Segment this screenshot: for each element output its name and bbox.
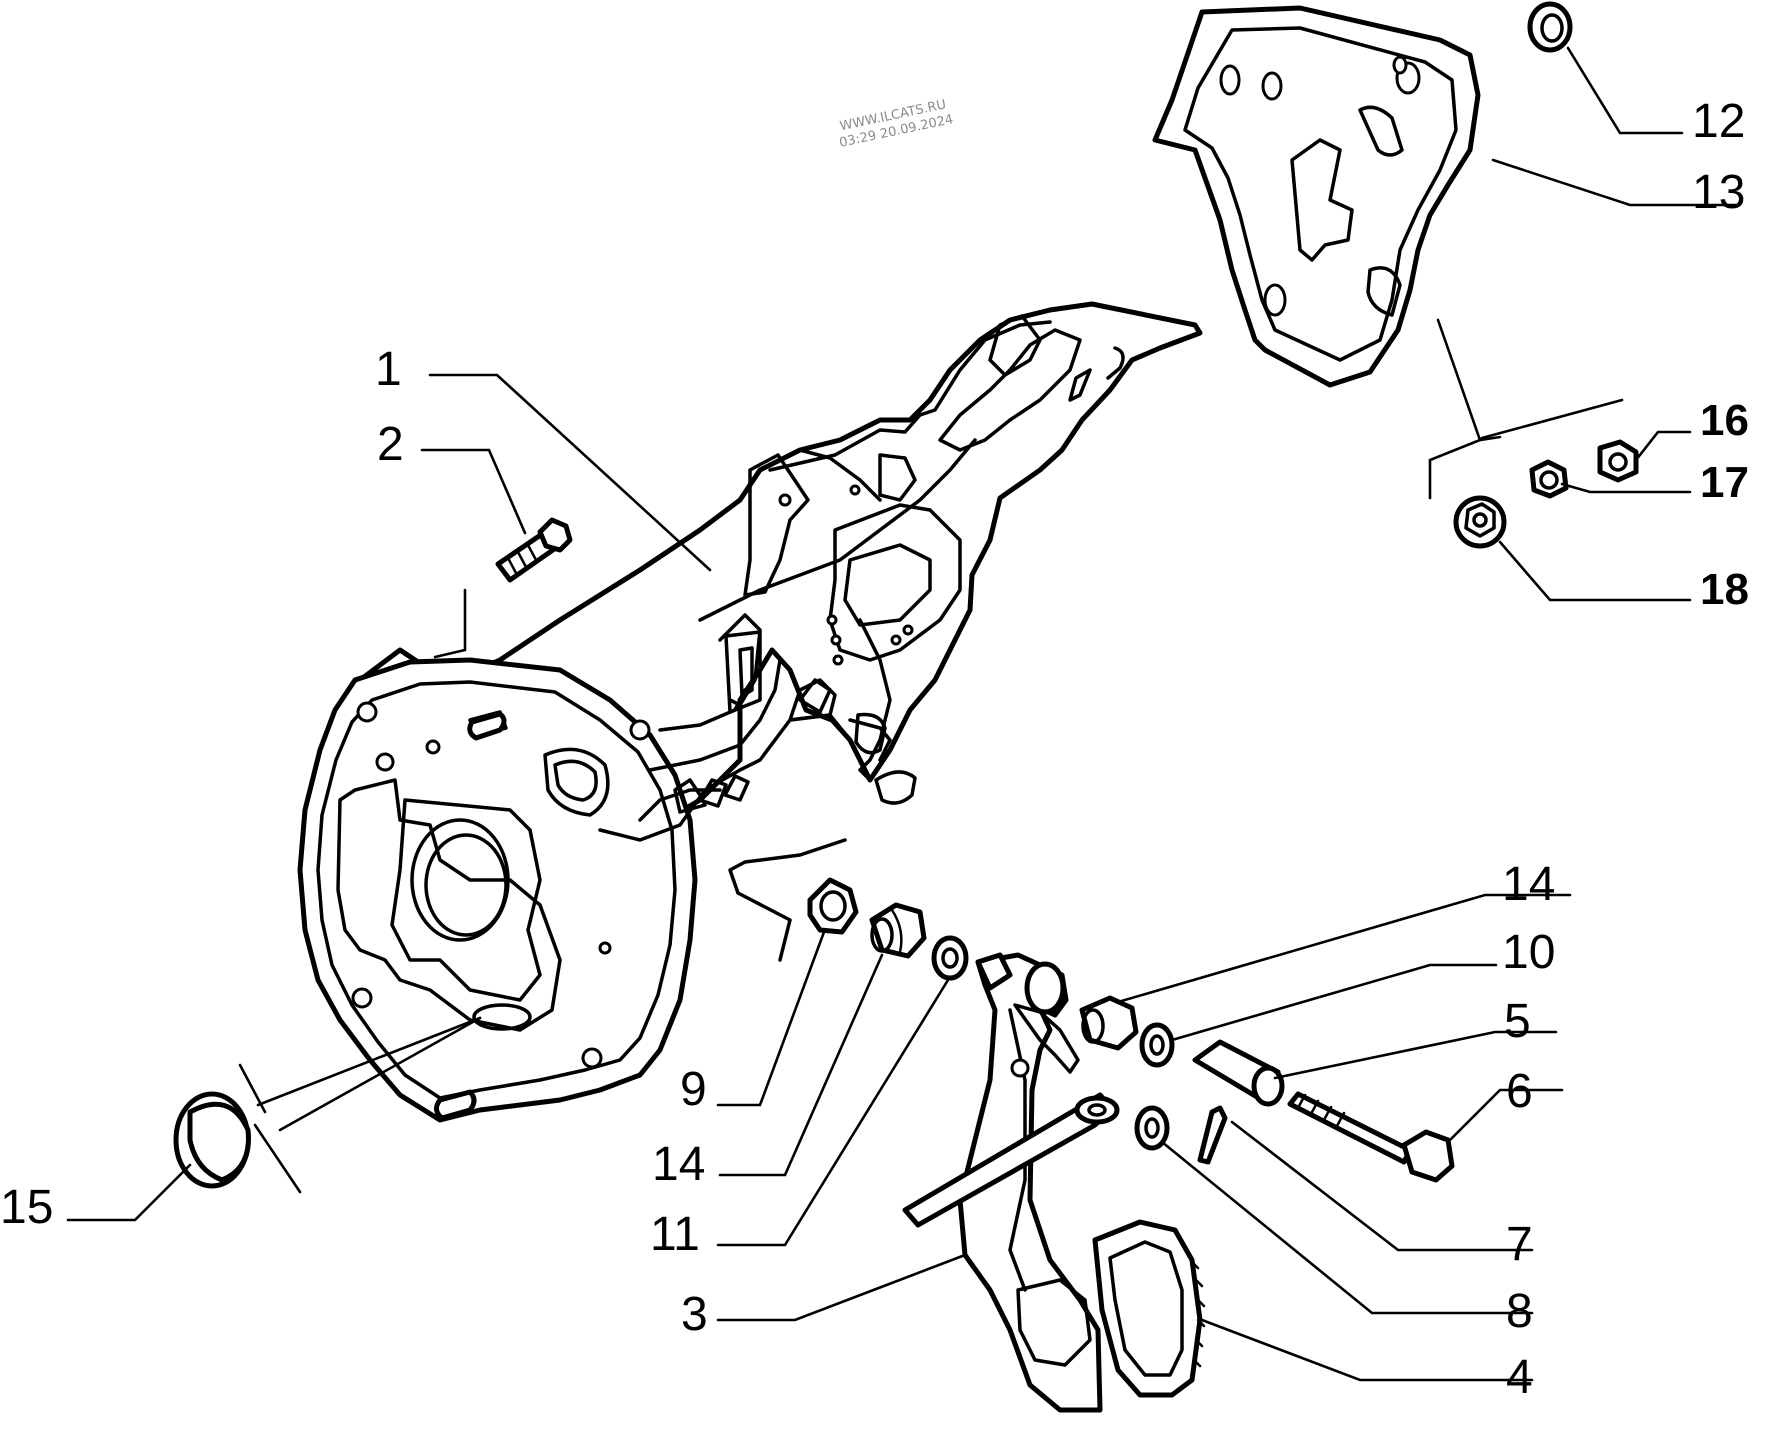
washer-12[interactable] <box>1527 1 1573 53</box>
bolt-2[interactable] <box>495 517 573 583</box>
callout-6: 6 <box>1506 1065 1533 1118</box>
nut-16[interactable] <box>1597 439 1639 483</box>
mounting-bracket-line <box>728 838 847 962</box>
nut-17[interactable] <box>1529 459 1569 499</box>
leader-lines <box>66 46 1740 1382</box>
callout-5: 5 <box>1504 995 1531 1048</box>
bushing-14-right[interactable] <box>1079 995 1139 1051</box>
callout-12: 12 <box>1692 95 1745 148</box>
callout-18: 18 <box>1700 565 1749 614</box>
spacer-tube-5[interactable] <box>1192 1039 1285 1107</box>
callout-14-right: 14 <box>1502 858 1555 911</box>
callout-17: 17 <box>1700 458 1749 507</box>
callout-9: 9 <box>680 1063 707 1116</box>
bolt-6[interactable] <box>1287 1091 1455 1183</box>
callout-13: 13 <box>1692 166 1745 219</box>
callout-3: 3 <box>681 1288 708 1341</box>
callout-11: 11 <box>650 1208 700 1261</box>
pedal-arm-3[interactable] <box>902 952 1120 1413</box>
callout-1: 1 <box>375 343 402 396</box>
plug-15[interactable] <box>173 1091 251 1189</box>
callout-8: 8 <box>1506 1285 1533 1338</box>
cotter-pin-7[interactable] <box>1197 1105 1228 1165</box>
callout-16: 16 <box>1700 396 1749 445</box>
washer-11[interactable] <box>931 935 969 981</box>
pedal-support-housing[interactable] <box>297 301 1203 1123</box>
nut-9[interactable] <box>807 877 859 935</box>
watermark: WWW.ILCATS.RU 03:29 20.09.2024 <box>838 97 955 151</box>
callout-labels: 1 2 3 4 5 6 7 8 9 10 11 12 13 14 14 15 1… <box>0 95 1749 1404</box>
callout-14-left: 14 <box>652 1138 705 1191</box>
washer-10[interactable] <box>1139 1022 1175 1068</box>
bracket-plate[interactable] <box>1152 5 1481 388</box>
bushing-14-left[interactable] <box>869 902 927 959</box>
callout-10: 10 <box>1502 926 1555 979</box>
callout-4: 4 <box>1506 1351 1533 1404</box>
nut-18[interactable] <box>1453 495 1507 549</box>
pedal-pad-4[interactable] <box>1092 1219 1206 1398</box>
callout-15: 15 <box>0 1181 53 1234</box>
callout-2: 2 <box>377 418 404 471</box>
washer-8[interactable] <box>1134 1105 1170 1151</box>
callout-7: 7 <box>1506 1218 1533 1271</box>
